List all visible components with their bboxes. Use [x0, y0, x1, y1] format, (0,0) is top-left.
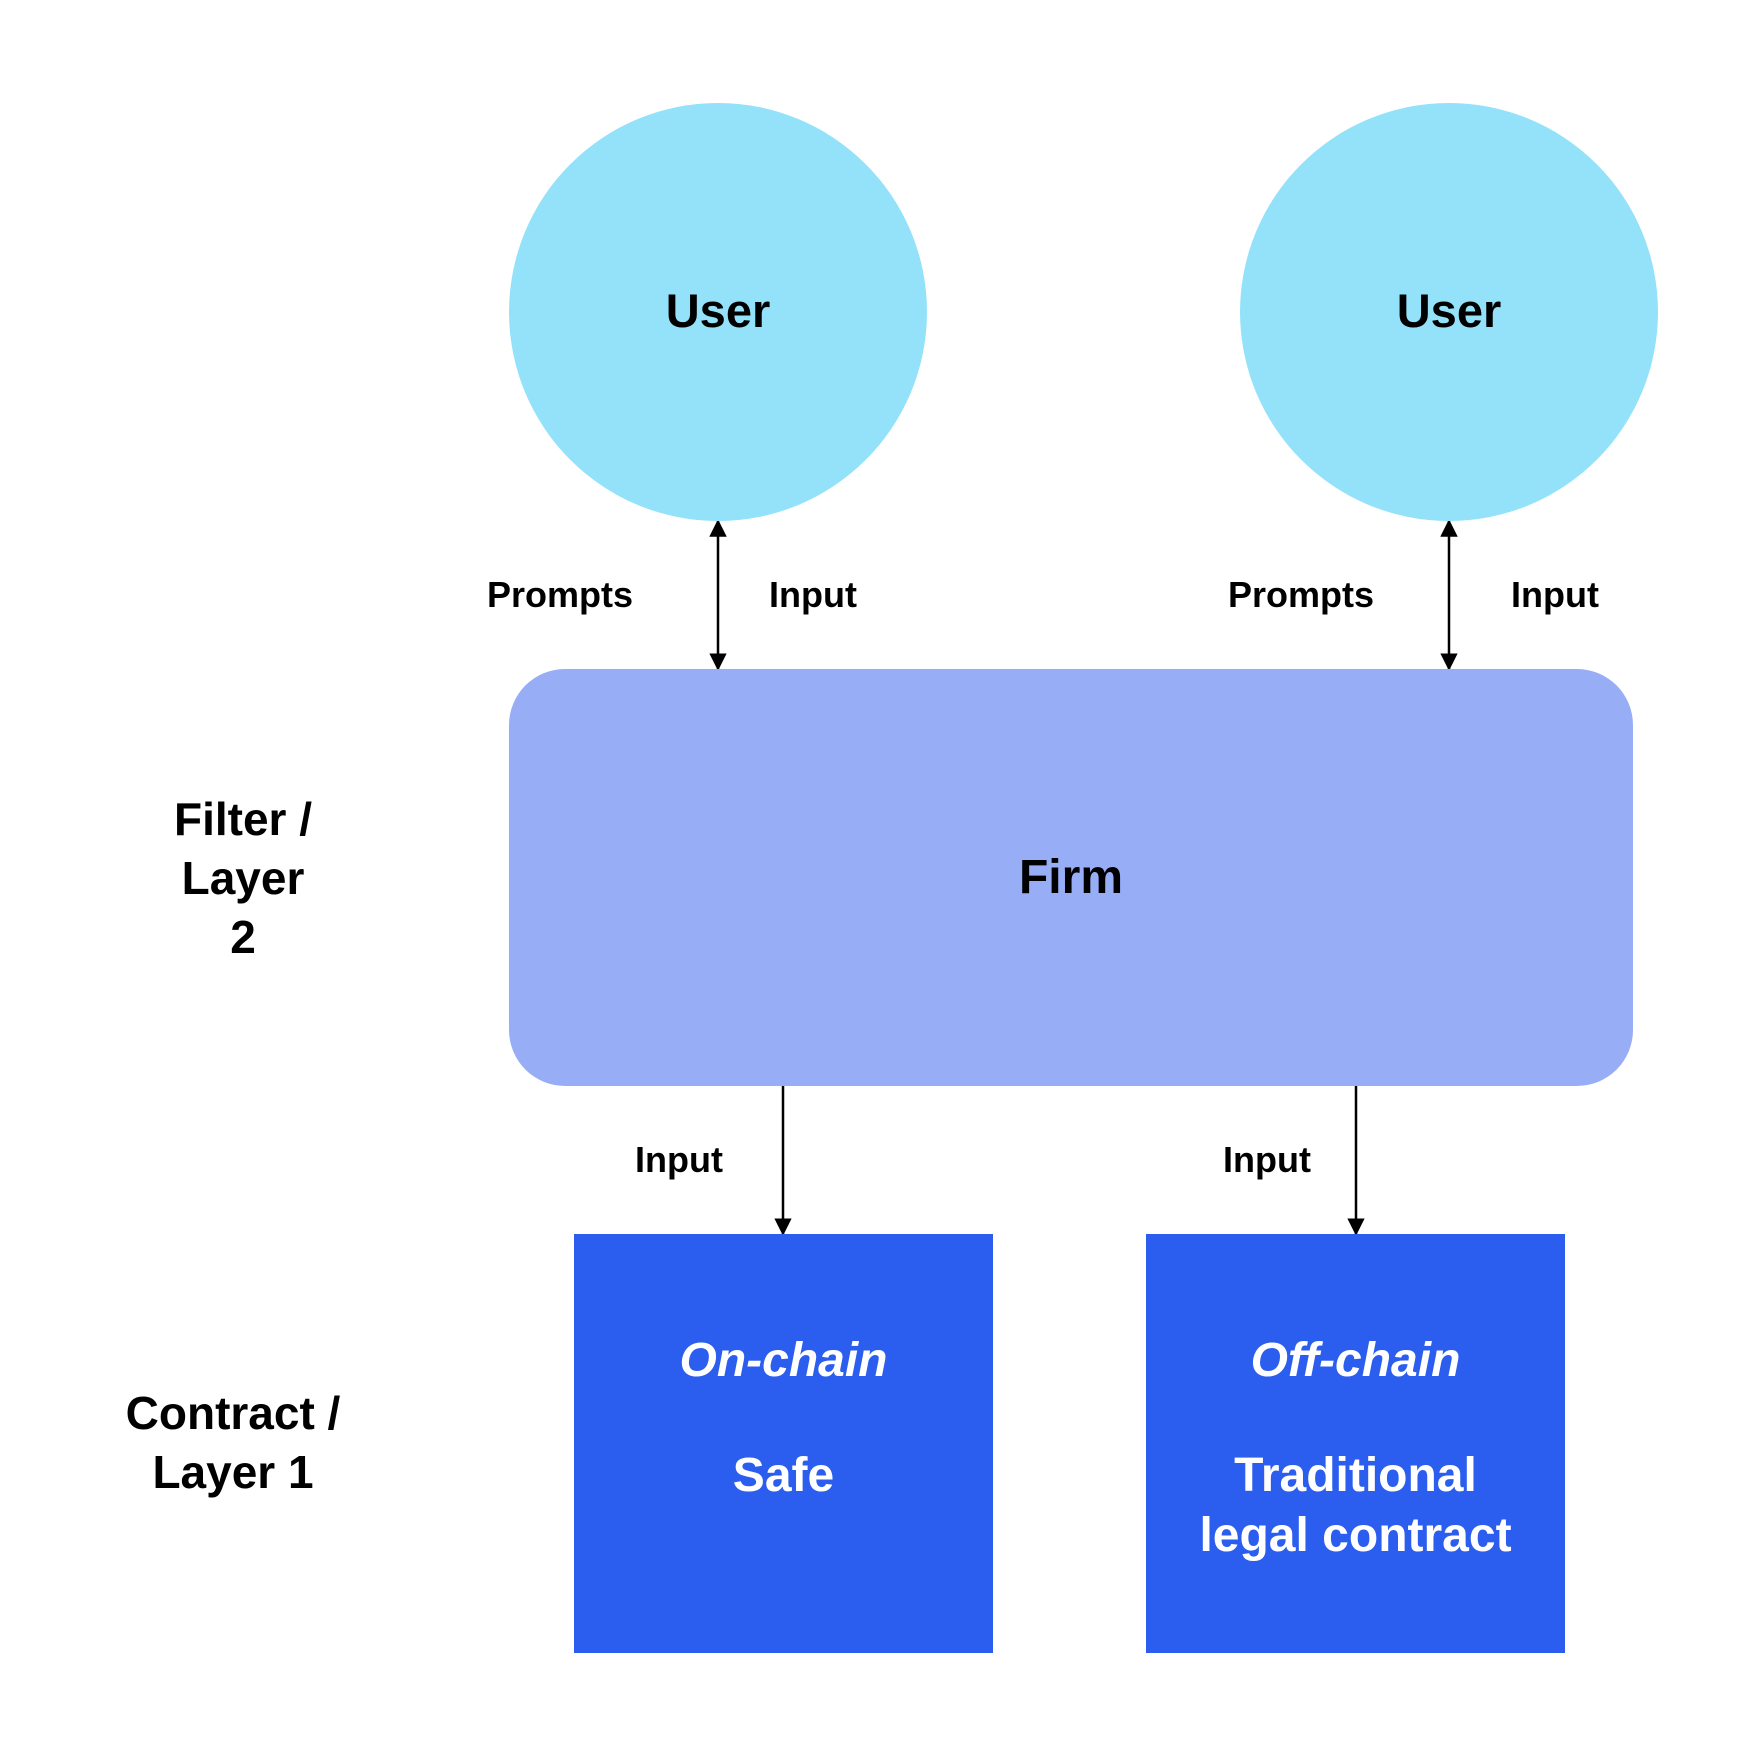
user-node-1-label: User	[665, 283, 771, 337]
on-chain-input-label: Input	[635, 1139, 723, 1180]
contract-layer-label: Contract / Layer 1	[125, 1387, 341, 1498]
safe-label: Safe	[732, 1449, 835, 1502]
user-1-prompts-label: Prompts	[487, 574, 634, 615]
user-node-2-label: User	[1396, 283, 1502, 337]
off-chain-contract-node: Off-chain Traditional legal contract	[1146, 1234, 1565, 1653]
off-chain-input-label: Input	[1223, 1139, 1311, 1180]
filter-layer-label: Filter / Layer 2	[173, 793, 313, 963]
on-chain-contract-node: On-chain Safe	[574, 1234, 993, 1653]
firm-node-label: Firm	[1018, 851, 1123, 904]
user-node-2: User	[1240, 103, 1658, 521]
off-chain-label: Off-chain	[1250, 1334, 1461, 1387]
on-chain-label: On-chain	[679, 1334, 888, 1387]
user-1-input-label: Input	[769, 574, 857, 615]
firm-node: Firm	[509, 669, 1633, 1086]
traditional-legal-contract-label: Traditional legal contract	[1199, 1449, 1512, 1562]
user-2-input-label: Input	[1511, 574, 1599, 615]
user-node-1: User	[509, 103, 927, 521]
user-2-prompts-label: Prompts	[1228, 574, 1375, 615]
